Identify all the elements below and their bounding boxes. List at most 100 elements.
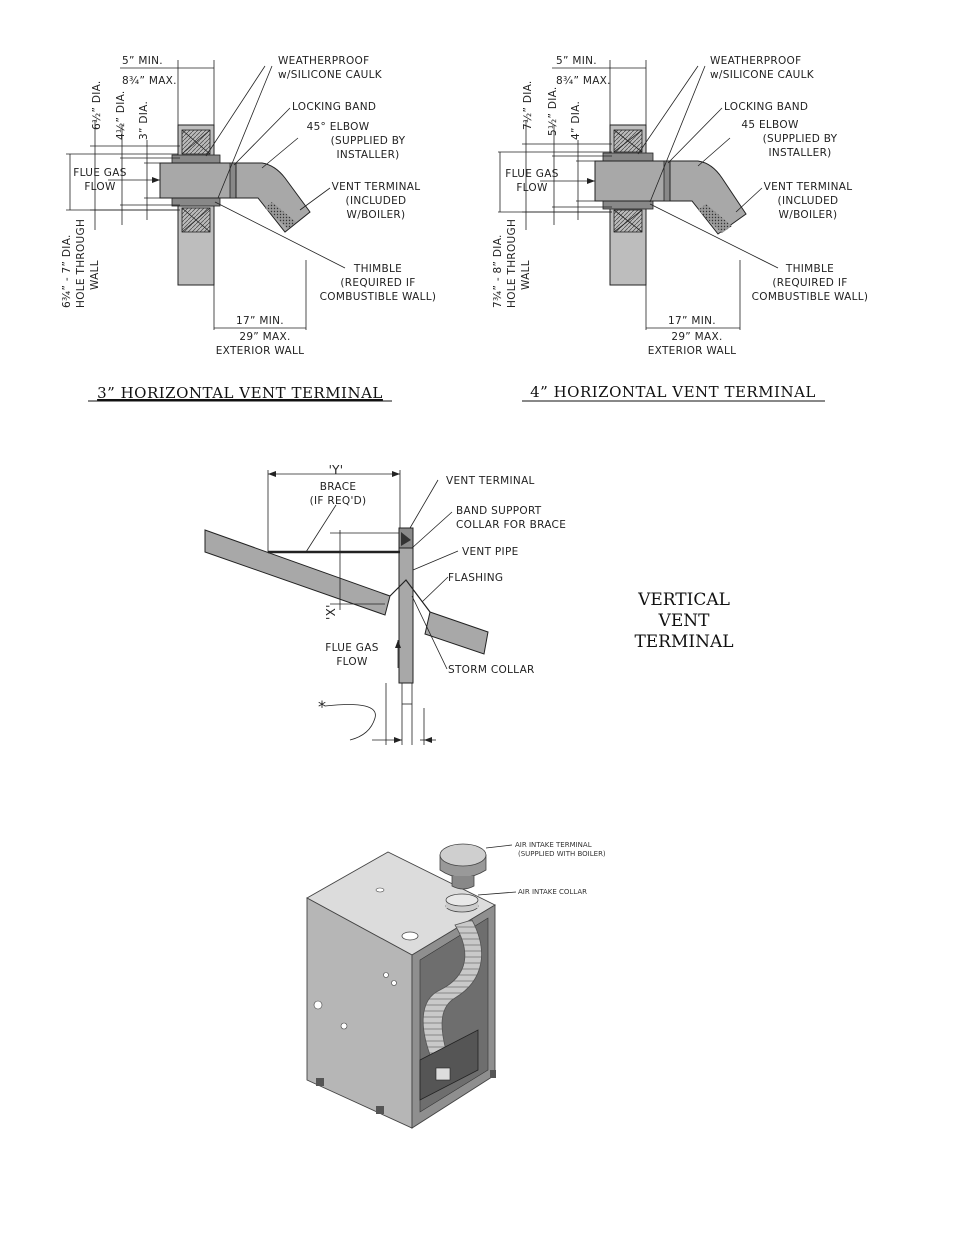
- svg-text:AIR INTAKE COLLAR: AIR INTAKE COLLAR: [518, 888, 587, 896]
- callout-flashing: FLASHING: [448, 572, 503, 584]
- svg-text:FLOW: FLOW: [336, 656, 368, 668]
- svg-text:HOLE THROUGH: HOLE THROUGH: [75, 219, 87, 308]
- svg-text:FLOW: FLOW: [516, 182, 548, 194]
- svg-text:FLUE GAS: FLUE GAS: [325, 642, 378, 654]
- svg-text:'X': 'X': [324, 604, 338, 620]
- callout-elbow-4: 45 ELBOW: [741, 119, 799, 131]
- dim-outer-dia-4: 7½” DIA.: [522, 80, 534, 130]
- svg-text:*: *: [318, 697, 326, 716]
- flashing: [389, 579, 431, 613]
- flue-label-4: FLUE GAS: [505, 168, 558, 180]
- hole-dia: 6¾” - 7” DIA.: [61, 234, 73, 308]
- vertical-title-2: VENT: [658, 611, 711, 631]
- dim-top-max-4: 8¾” MAX.: [556, 75, 611, 87]
- svg-text:WALL: WALL: [520, 260, 532, 290]
- vent-pipe: [159, 162, 236, 199]
- dim-top-min-4: 5” MIN.: [556, 55, 597, 67]
- dim-mid-dia: 4½” DIA.: [115, 90, 127, 140]
- svg-text:THIMBLE: THIMBLE: [785, 263, 834, 275]
- svg-text:4” DIA.: 4” DIA.: [570, 101, 582, 140]
- svg-text:AIR INTAKE TERMINAL: AIR INTAKE TERMINAL: [515, 841, 592, 849]
- air-intake-collar-label: AIR INTAKE COLLAR: [518, 888, 587, 896]
- svg-text:WALL: WALL: [89, 260, 101, 290]
- vertical-flue-label: FLUE GAS: [325, 642, 378, 654]
- dim-inner-dia-4: 4” DIA.: [570, 101, 582, 140]
- svg-text:5½” DIA.: 5½” DIA.: [547, 86, 559, 136]
- horizontal-vent-3in: 5” MIN. 8¾” MAX. WEATHERPROOF w/SILICONE…: [61, 55, 436, 402]
- air-intake-terminal-label: AIR INTAKE TERMINAL: [515, 841, 592, 849]
- svg-text:(INCLUDED: (INCLUDED: [346, 195, 407, 207]
- svg-text:7¾” - 8” DIA.: 7¾” - 8” DIA.: [492, 234, 504, 308]
- svg-text:29” MAX.: 29” MAX.: [671, 331, 722, 343]
- callout-thimble-4c: COMBUSTIBLE WALL): [752, 291, 869, 303]
- callout-band-support: BAND SUPPORT: [456, 505, 542, 517]
- dim-bottom-max: 29” MAX.: [239, 331, 290, 343]
- callout-weatherproof-4: WEATHERPROOF: [710, 55, 801, 67]
- dim-bottom-wall-4: EXTERIOR WALL: [648, 345, 737, 357]
- vent-terminal-mesh: [265, 202, 296, 229]
- callout-weatherproof-4b: w/SILICONE CAULK: [710, 69, 815, 81]
- callout-thimble: THIMBLE: [353, 263, 402, 275]
- horizontal-vent-4in: 5” MIN. 8¾” MAX. WEATHERPROOF w/SILICONE…: [492, 55, 869, 402]
- vertical-vent-terminal: 'Y' BRACE (IF REQ'D) VENT TERMINAL BAND …: [204, 463, 734, 745]
- callout-vertical-terminal: VENT TERMINAL: [446, 475, 535, 487]
- svg-text:VENT PIPE: VENT PIPE: [462, 546, 519, 558]
- callout-vent-terminal-4b: (INCLUDED: [778, 195, 839, 207]
- svg-text:(SUPPLIED BY: (SUPPLIED BY: [331, 135, 406, 147]
- svg-text:(REQUIRED IF: (REQUIRED IF: [340, 277, 415, 289]
- vertical-title-3: TERMINAL: [634, 632, 733, 652]
- dim-bottom-max-4: 29” MAX.: [671, 331, 722, 343]
- svg-text:(IF REQ'D): (IF REQ'D): [310, 495, 367, 507]
- callout-elbow-4b: (SUPPLIED BY: [763, 133, 838, 145]
- callout-thimble-2: (REQUIRED IF: [340, 277, 415, 289]
- hole-wall: WALL: [89, 260, 101, 290]
- hole-wall-4: WALL: [520, 260, 532, 290]
- svg-text:45 ELBOW: 45 ELBOW: [741, 119, 799, 131]
- callout-locking-band-4: LOCKING BAND: [724, 101, 808, 113]
- dim-mid-dia-4: 5½” DIA.: [547, 86, 559, 136]
- svg-text:5” MIN.: 5” MIN.: [556, 55, 597, 67]
- svg-text:(SUPPLIED BY: (SUPPLIED BY: [763, 133, 838, 145]
- svg-text:3” DIA.: 3” DIA.: [138, 101, 150, 140]
- svg-text:FLOW: FLOW: [84, 181, 116, 193]
- svg-text:LOCKING BAND: LOCKING BAND: [724, 101, 808, 113]
- dim-top-min: 5” MIN.: [122, 55, 163, 67]
- svg-text:BAND SUPPORT: BAND SUPPORT: [456, 505, 542, 517]
- svg-text:7½” DIA.: 7½” DIA.: [522, 80, 534, 130]
- callout-elbow: 45° ELBOW: [307, 121, 370, 133]
- callout-thimble-4b: (REQUIRED IF: [772, 277, 847, 289]
- svg-text:6½” DIA.: 6½” DIA.: [91, 80, 103, 130]
- svg-text:17” MIN.: 17” MIN.: [236, 315, 284, 327]
- svg-text:COMBUSTIBLE WALL): COMBUSTIBLE WALL): [752, 291, 869, 303]
- svg-text:6¾” - 7” DIA.: 6¾” - 7” DIA.: [61, 234, 73, 308]
- svg-text:(INCLUDED: (INCLUDED: [778, 195, 839, 207]
- flue-label-4b: FLOW: [516, 182, 548, 194]
- svg-text:WEATHERPROOF: WEATHERPROOF: [278, 55, 369, 67]
- svg-text:3” HORIZONTAL VENT TERMINAL: 3” HORIZONTAL VENT TERMINAL: [97, 384, 383, 402]
- callout-weatherproof: WEATHERPROOF: [278, 55, 369, 67]
- svg-text:COLLAR FOR BRACE: COLLAR FOR BRACE: [456, 519, 566, 531]
- svg-text:INSTALLER): INSTALLER): [768, 147, 831, 159]
- vertical-flue-label-2: FLOW: [336, 656, 368, 668]
- svg-text:(REQUIRED IF: (REQUIRED IF: [772, 277, 847, 289]
- callout-locking-band: LOCKING BAND: [292, 101, 376, 113]
- svg-text:BRACE: BRACE: [320, 481, 357, 493]
- asterisk-note: *: [318, 697, 326, 716]
- callout-storm-collar: STORM COLLAR: [448, 664, 535, 676]
- callout-elbow-3: INSTALLER): [336, 149, 399, 161]
- svg-text:8¾” MAX.: 8¾” MAX.: [122, 75, 177, 87]
- svg-text:FLUE GAS: FLUE GAS: [73, 167, 126, 179]
- flue-label-2: FLOW: [84, 181, 116, 193]
- svg-text:VENT: VENT: [658, 611, 711, 631]
- svg-text:17” MIN.: 17” MIN.: [668, 315, 716, 327]
- svg-text:VERTICAL: VERTICAL: [637, 590, 730, 610]
- svg-text:4” HORIZONTAL VENT TERMINAL: 4” HORIZONTAL VENT TERMINAL: [530, 383, 816, 401]
- svg-text:W/BOILER): W/BOILER): [779, 209, 838, 221]
- callout-vent-terminal-4c: W/BOILER): [779, 209, 838, 221]
- title-3in: 3” HORIZONTAL VENT TERMINAL: [97, 384, 383, 402]
- boiler-illustration: AIR INTAKE TERMINAL (SUPPLIED WITH BOILE…: [306, 841, 606, 1129]
- callout-elbow-4c: INSTALLER): [768, 147, 831, 159]
- dim-bottom-min-4: 17” MIN.: [668, 315, 716, 327]
- vertical-title-1: VERTICAL: [637, 590, 730, 610]
- callout-weatherproof-2: w/SILICONE CAULK: [278, 69, 383, 81]
